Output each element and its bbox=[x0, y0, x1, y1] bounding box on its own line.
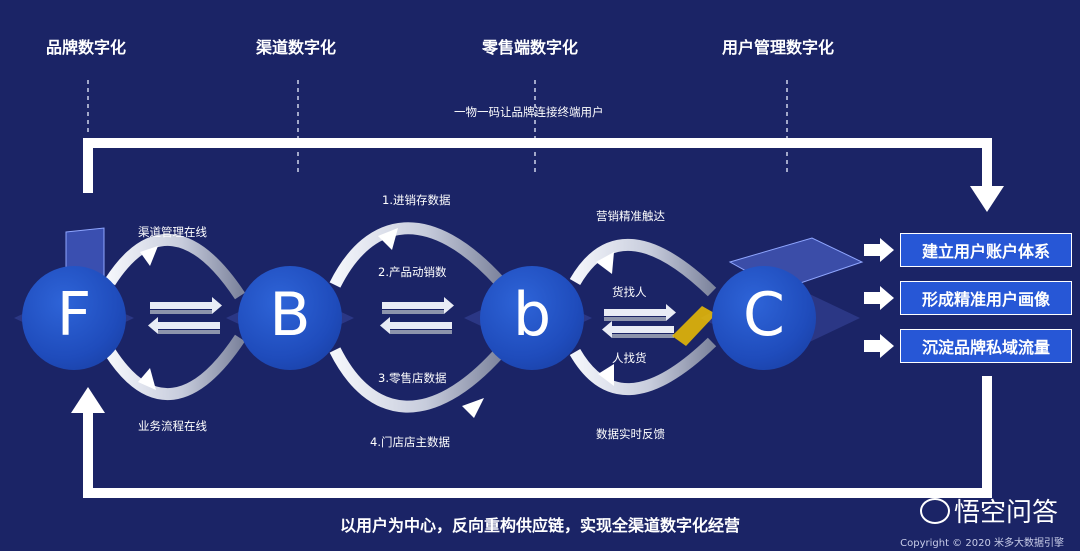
fb-double-arrow bbox=[148, 297, 222, 334]
bc-arrow-bottom bbox=[569, 337, 717, 395]
node-c: C bbox=[712, 266, 816, 370]
output-box-private-traffic: 沉淀品牌私域流量 bbox=[900, 329, 1072, 363]
output-arrow-1 bbox=[864, 238, 894, 262]
output-arrow-3 bbox=[864, 334, 894, 358]
copyright-text: Copyright © 2020 米多大数据引擎 bbox=[900, 538, 1064, 549]
node-b: B bbox=[238, 266, 342, 370]
bc-arrowhead-bottom bbox=[598, 364, 614, 386]
watermark: 悟空问答 bbox=[919, 492, 1058, 529]
top-loop-line bbox=[83, 138, 992, 193]
node-b-retail: b bbox=[480, 266, 584, 370]
bc-label-bottom: 数据实时反馈 bbox=[596, 427, 665, 441]
top-loop-label: 一物一码让品牌连接终端用户 bbox=[454, 105, 604, 119]
node-c-letter: C bbox=[743, 280, 785, 350]
escalator-graphic bbox=[672, 306, 716, 346]
bc-label-top: 营销精准触达 bbox=[596, 209, 665, 223]
bb-arrowhead-top bbox=[378, 228, 398, 250]
node-b-letter: B bbox=[269, 280, 311, 350]
bc-arrow-top bbox=[569, 239, 717, 297]
bb-arrow-top bbox=[329, 222, 505, 288]
bb-label-3: 3.零售店数据 bbox=[378, 371, 447, 385]
category-retail-digitization: 零售端数字化 bbox=[482, 38, 579, 57]
node-b-retail-letter: b bbox=[512, 280, 552, 350]
bb-arrow-bottom bbox=[329, 347, 505, 413]
category-channel-digitization: 渠道数字化 bbox=[256, 38, 337, 57]
watermark-logo-icon bbox=[919, 497, 950, 524]
fb-arrowhead-bottom-left bbox=[138, 368, 156, 390]
bb-arrowhead-bottom bbox=[462, 398, 484, 418]
output-box-user-profile: 形成精准用户画像 bbox=[900, 281, 1072, 315]
bottom-loop-arrowhead bbox=[71, 387, 105, 413]
node-f-letter: F bbox=[56, 280, 92, 350]
bc-label-mid-top: 货找人 bbox=[612, 285, 647, 299]
fb-label-top: 渠道管理在线 bbox=[138, 225, 207, 239]
bc-label-mid-bottom: 人找货 bbox=[612, 351, 647, 365]
fb-arrow-top bbox=[104, 233, 246, 300]
bb-double-arrow bbox=[380, 297, 454, 334]
bb-label-4: 4.门店店主数据 bbox=[370, 435, 450, 449]
node-f: F bbox=[22, 266, 126, 370]
fb-label-bottom: 业务流程在线 bbox=[138, 419, 207, 433]
fb-arrow-bottom bbox=[104, 334, 246, 401]
bb-label-2: 2.产品动销数 bbox=[378, 265, 447, 279]
top-loop-arrowhead bbox=[970, 186, 1004, 212]
category-user-management-digitization: 用户管理数字化 bbox=[722, 38, 835, 57]
bottom-tagline: 以用户为中心，反向重构供应链，实现全渠道数字化经营 bbox=[339, 516, 740, 535]
bc-double-arrow bbox=[602, 304, 676, 338]
bottom-loop-line bbox=[83, 376, 992, 498]
category-brand-digitization: 品牌数字化 bbox=[46, 38, 127, 57]
bb-label-1: 1.进销存数据 bbox=[382, 193, 451, 207]
watermark-text: 悟空问答 bbox=[953, 498, 1058, 528]
output-box-user-account-system: 建立用户账户体系 bbox=[900, 233, 1072, 267]
bc-arrowhead-top bbox=[596, 252, 614, 274]
output-arrow-2 bbox=[864, 286, 894, 310]
fb-arrowhead-top-left bbox=[140, 246, 158, 266]
